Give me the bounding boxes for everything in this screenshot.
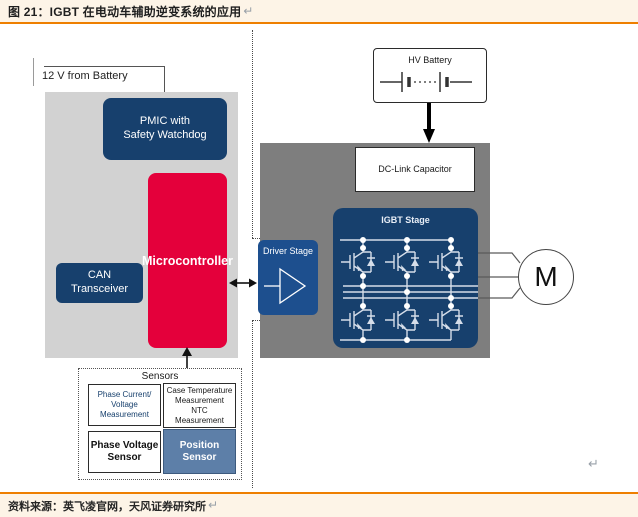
microcontroller-box: Microcontroller [142, 173, 233, 348]
phase-lines [478, 252, 521, 299]
return-mark-icon: ↵ [243, 4, 254, 18]
isolation-barrier-line-bottom [252, 320, 253, 488]
can-transceiver-box: CAN Transceiver [56, 263, 143, 303]
battery-symbol-icon [380, 72, 472, 92]
return-mark-icon: ↵ [208, 498, 219, 512]
igbt-bridge-circuit-icon [340, 237, 478, 343]
return-mark-icon: ↵ [588, 456, 599, 471]
source-bar: 资料来源：英飞凌官网，天风证券研究所 ↵ [0, 492, 638, 517]
figure-title-bar: 图 21：IGBT 在电动车辅助逆变系统的应用 ↵ [0, 0, 638, 24]
amplifier-icon [264, 267, 307, 305]
dc-link-capacitor-box: DC-Link Capacitor [355, 147, 475, 192]
driver-stage-box: Driver Stage [258, 240, 318, 315]
figure-title: 图 21：IGBT 在电动车辅助逆变系统的应用 [8, 4, 242, 19]
position-sensor-box: Position Sensor [163, 429, 236, 474]
phase-current-measurement-box: Phase Current/ Voltage Measurement [88, 384, 161, 426]
sensors-group-title: Sensors [141, 371, 179, 382]
hv-battery-label: HV Battery [408, 55, 452, 65]
phase-voltage-sensor-box: Phase Voltage Sensor [88, 431, 161, 473]
case-temperature-measurement-box: Case Temperature Measurement NTC Measure… [163, 383, 236, 428]
figure-canvas: 12 V from Battery PMIC with Safety Watch… [0, 26, 638, 492]
igbt-stage-box: IGBT Stage [333, 208, 478, 348]
lv-battery-connector-line [44, 66, 165, 98]
driver-stage-label: Driver Stage [262, 246, 314, 256]
down-arrow-icon [423, 103, 435, 143]
lv-battery-label: 12 V from Battery [42, 70, 128, 82]
bidirectional-arrow-icon [229, 278, 257, 288]
isolation-barrier-line-top [252, 30, 253, 238]
motor-symbol: M [518, 249, 574, 305]
hv-battery-box: HV Battery [373, 48, 487, 103]
pmic-box: PMIC with Safety Watchdog [103, 98, 227, 160]
sensors-group-box: Sensors Phase Current/ Voltage Measureme… [78, 368, 242, 480]
source-text: 资料来源：英飞凌官网，天风证券研究所 [8, 501, 206, 513]
label-leader-tick [33, 58, 34, 86]
igbt-stage-label: IGBT Stage [381, 215, 430, 225]
